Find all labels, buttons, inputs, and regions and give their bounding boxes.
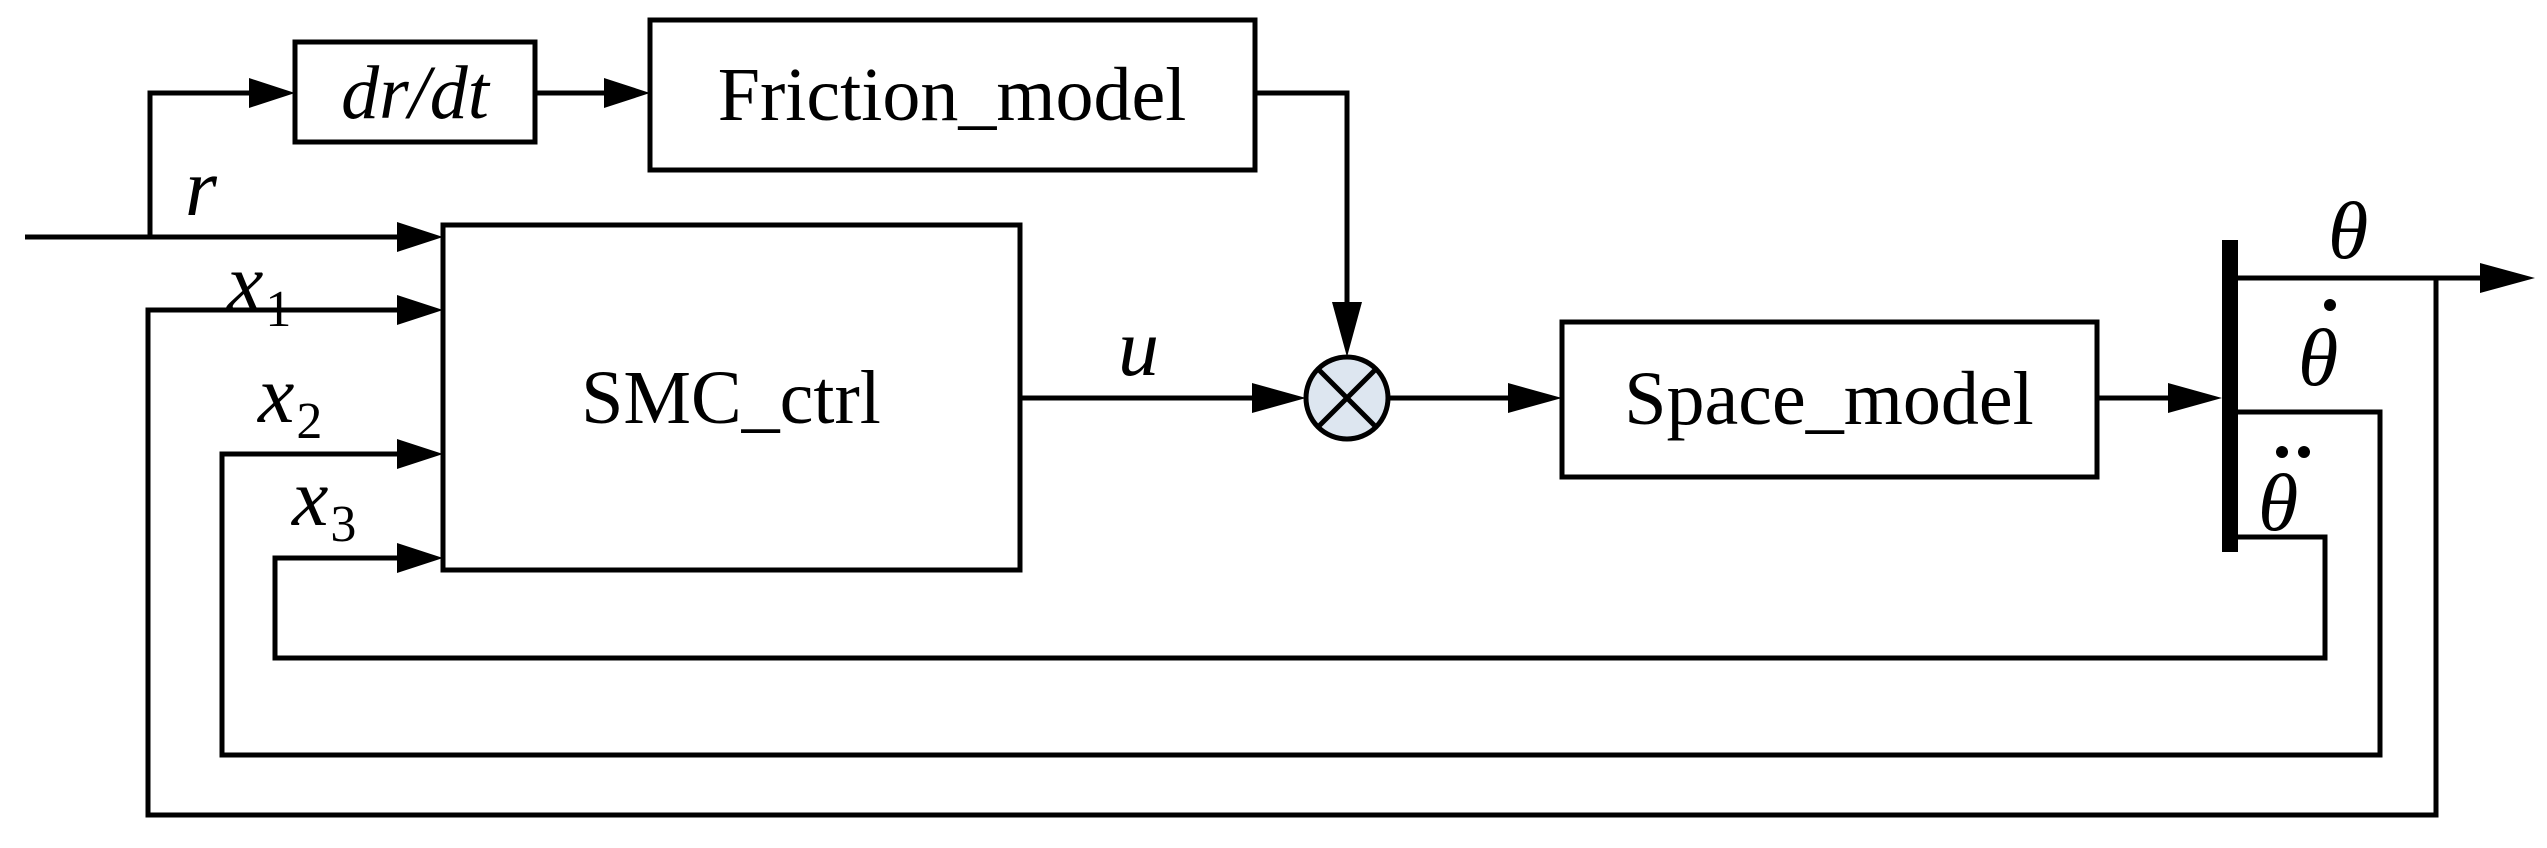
arrow-to-junction-top: [1332, 302, 1362, 357]
friction-model-label: Friction_model: [718, 53, 1187, 137]
output-bus-bar: [2222, 240, 2238, 552]
arrow-x3-to-ctrl: [397, 543, 443, 573]
summing-junction: [1303, 354, 1391, 442]
theta-ddot-label: θ: [2258, 446, 2310, 548]
smc-controller-label: SMC_ctrl: [581, 356, 881, 440]
derivative-label: dr/dt: [341, 51, 491, 135]
arrow-theta-out: [2480, 263, 2535, 293]
friction-model-block: Friction_model: [647, 17, 1258, 173]
arrow-to-bus: [2168, 383, 2222, 413]
arrow-x2-to-ctrl: [397, 439, 443, 469]
control-signal-label: u: [1118, 302, 1159, 393]
arrow-to-plant: [1508, 383, 1562, 413]
x3-label: x3: [291, 452, 356, 553]
arrow-to-friction: [604, 78, 650, 108]
x2-feedback-wire: [219, 409, 2383, 758]
x1-label: x1: [226, 237, 291, 338]
reference-label: r: [185, 142, 218, 233]
theta-dot-label: θ: [2298, 299, 2338, 403]
x3-feedback-wire: [272, 534, 2328, 661]
svg-text:θ: θ: [2258, 457, 2298, 548]
x2-label: x2: [257, 349, 322, 450]
arrow-to-junction-left: [1252, 383, 1306, 413]
derivative-branch-wire: [147, 90, 257, 237]
space-model-label: Space_model: [1624, 357, 2033, 441]
space-model-block: Space_model: [1559, 319, 2100, 480]
arrow-x1-to-ctrl: [397, 295, 443, 325]
derivative-block: dr/dt: [292, 39, 538, 145]
friction-to-junction-wire: [1255, 90, 1350, 310]
svg-text:θ: θ: [2298, 312, 2338, 403]
theta-label: θ: [2328, 185, 2368, 276]
smc-controller-block: SMC_ctrl: [440, 222, 1023, 573]
x1-feedback-wire: [145, 278, 2439, 818]
arrow-r-to-ctrl: [397, 222, 443, 252]
arrow-to-derivative: [249, 78, 295, 108]
